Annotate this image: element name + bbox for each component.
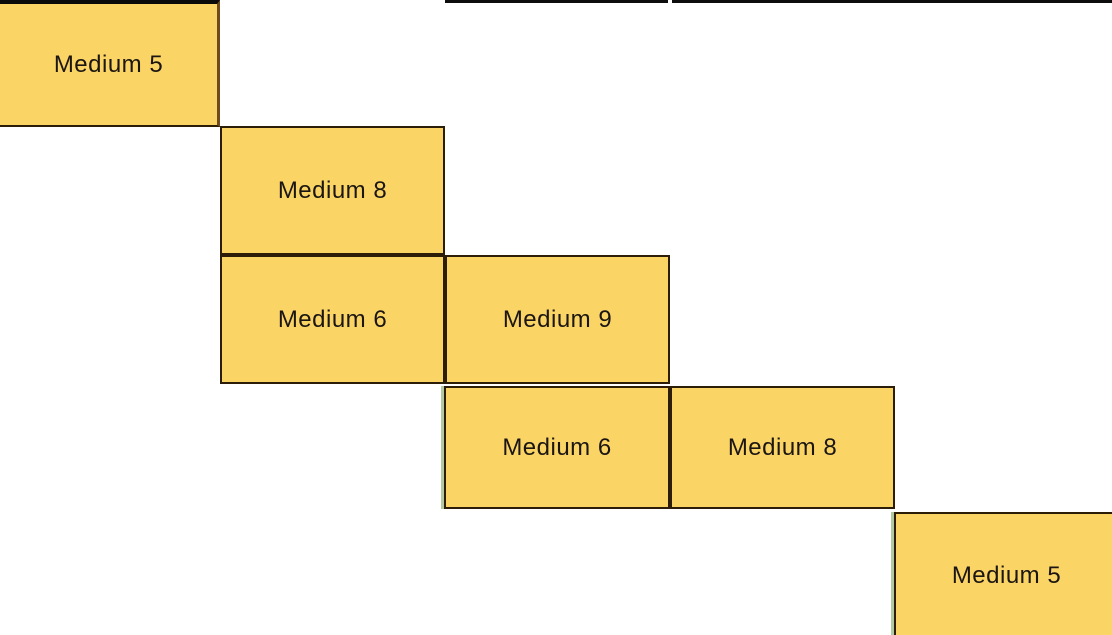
tile-label: Medium 8 (277, 176, 388, 204)
green-edge-marker (441, 386, 444, 509)
tile-medium-8-lower[interactable]: Medium 8 (670, 386, 895, 509)
tile-label: Medium 5 (951, 561, 1062, 589)
tile-label: Medium 5 (53, 50, 164, 78)
offscreen-tile-bottom-edge-left (445, 0, 668, 3)
tile-label: Medium 9 (502, 305, 613, 333)
offscreen-tile-bottom-edge-right (672, 0, 1112, 3)
tile-medium-9[interactable]: Medium 9 (445, 255, 670, 384)
green-edge-marker (891, 512, 894, 635)
tile-label: Medium 6 (277, 305, 388, 333)
tile-medium-5-top[interactable]: Medium 5 (0, 0, 220, 127)
tile-label: Medium 8 (727, 433, 838, 461)
tile-medium-6-lower[interactable]: Medium 6 (441, 386, 670, 509)
tile-medium-8-upper[interactable]: Medium 8 (220, 126, 445, 255)
tile-medium-6-upper[interactable]: Medium 6 (220, 255, 445, 384)
tile-medium-5-bottom[interactable]: Medium 5 (891, 512, 1112, 635)
tile-label: Medium 6 (502, 433, 612, 461)
